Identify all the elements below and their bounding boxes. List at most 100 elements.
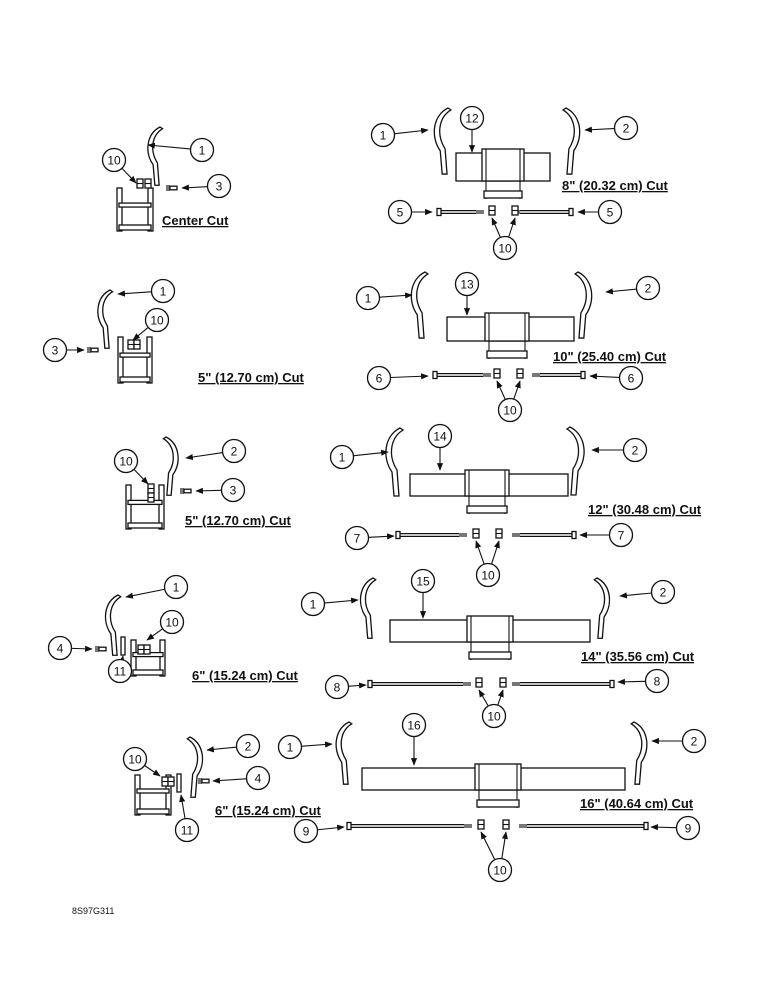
leader-line [508, 217, 516, 237]
callout-circle [644, 668, 670, 694]
callout-circle [681, 728, 707, 754]
callout-15: 15 [410, 568, 436, 619]
nut [495, 528, 503, 539]
callout-2: 2 [619, 579, 676, 605]
callout-number: 1 [380, 129, 387, 143]
callout-circle [245, 765, 271, 791]
callout-2: 2 [651, 728, 707, 754]
callout-3: 3 [42, 337, 85, 363]
tine [410, 271, 430, 339]
callout-number: 3 [216, 180, 223, 194]
leader-line [71, 645, 93, 652]
clamp-bracket [117, 336, 153, 384]
callout-7: 7 [344, 525, 395, 551]
callout-number: 9 [685, 822, 692, 836]
callout-number: 2 [231, 445, 238, 459]
callout-10: 10 [113, 448, 149, 485]
callout-circle [622, 437, 648, 463]
callout-number: 10 [150, 314, 164, 328]
callout-3: 3 [181, 173, 232, 199]
callout-circle [370, 122, 396, 148]
leader-line [353, 449, 389, 457]
callout-number: 3 [52, 344, 59, 358]
callout-circle [454, 271, 480, 297]
bolt [512, 679, 615, 689]
callout-2: 2 [185, 438, 247, 464]
tine [593, 577, 611, 639]
leader-line [117, 290, 152, 297]
callout-1: 1 [147, 137, 215, 163]
callout-circle [481, 703, 507, 729]
callout-10: 10 [496, 380, 523, 423]
callout-9: 9 [293, 818, 345, 844]
callout-circle [459, 105, 485, 131]
clamp-bracket [125, 484, 165, 530]
callout-number: 3 [230, 484, 237, 498]
cut-bar [409, 469, 569, 514]
callout-10: 10 [475, 540, 501, 588]
cut-label: 16" (40.64 cm) Cut [580, 796, 694, 811]
leader-line [212, 777, 247, 784]
callout-circle [487, 857, 513, 883]
callout-number: 12 [465, 112, 479, 126]
callout-circle [113, 448, 139, 474]
callout-number: 10 [498, 242, 512, 256]
callout-number: 2 [632, 444, 639, 458]
callout-number: 1 [173, 581, 180, 595]
callout-circle [122, 746, 148, 772]
leader-line [301, 741, 333, 748]
callout-16: 16 [401, 712, 427, 766]
nut [147, 492, 155, 503]
leader-line [181, 184, 208, 191]
callout-10: 10 [101, 147, 137, 184]
callout-number: 10 [119, 455, 133, 469]
callout-circle [221, 438, 247, 464]
tine [335, 721, 353, 785]
tine [147, 126, 164, 186]
callout-circle [613, 115, 639, 141]
callout-number: 2 [245, 740, 252, 754]
callout-circle [344, 525, 370, 551]
cut-label: 14" (35.56 cm) Cut [581, 649, 695, 664]
callout-number: 9 [303, 825, 310, 839]
callout-number: 1 [287, 741, 294, 755]
leader-line [394, 127, 429, 135]
short-bolt [95, 646, 107, 652]
short-bolt [180, 488, 192, 494]
leader-line [125, 588, 165, 599]
nut [137, 644, 145, 655]
leader-line [118, 655, 125, 664]
callout-5: 5 [387, 199, 433, 225]
callout-circle [235, 733, 261, 759]
cut-bar [446, 312, 575, 359]
callout-circle [107, 658, 133, 684]
callout-4: 4 [212, 765, 271, 791]
callout-number: 1 [160, 285, 167, 299]
callout-6: 6 [589, 365, 644, 391]
leader-line [491, 217, 501, 238]
leader-line [584, 126, 615, 133]
callout-number: 16 [407, 719, 421, 733]
leader-line [133, 469, 149, 485]
nut [477, 819, 485, 830]
callout-circle [101, 147, 127, 173]
callout-number: 2 [691, 735, 698, 749]
callout-4: 4 [47, 635, 93, 661]
tine [186, 736, 204, 798]
callout-circle [159, 609, 185, 635]
callout-number: 1 [310, 598, 317, 612]
short-bolt [198, 778, 210, 784]
callout-number: 4 [57, 642, 64, 656]
callout-1: 1 [117, 278, 176, 304]
callout-circle [277, 734, 303, 760]
callout-number: 10 [487, 710, 501, 724]
bolt [512, 207, 574, 217]
callout-10: 10 [480, 831, 513, 883]
short-bolt [166, 185, 178, 191]
callout-number: 4 [255, 772, 262, 786]
callout-1: 1 [329, 444, 389, 470]
callout-number: 7 [354, 532, 361, 546]
